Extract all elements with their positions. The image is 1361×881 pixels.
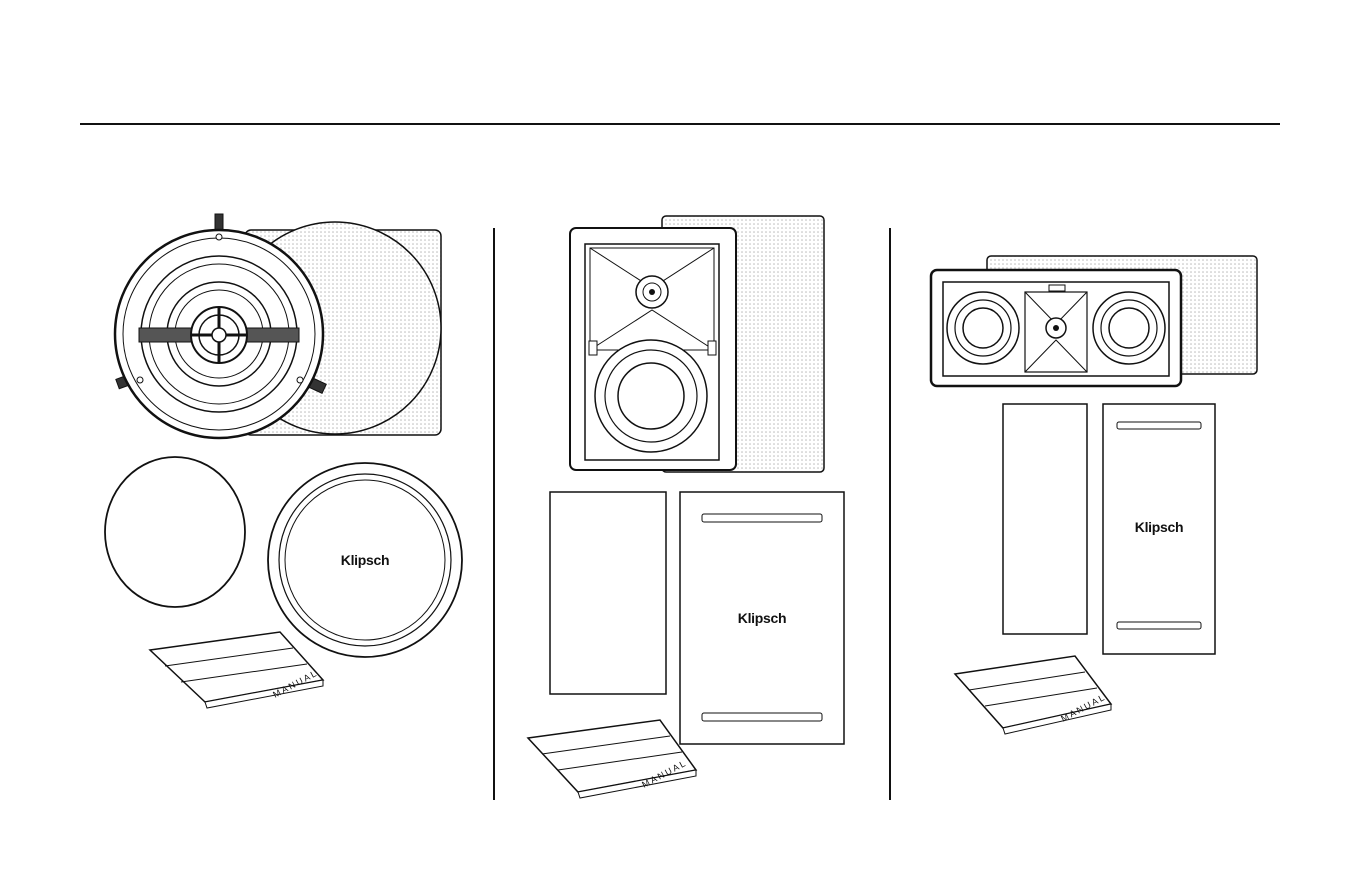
manual-booklet: MANUAL <box>955 656 1111 734</box>
panel-divider-left <box>493 228 495 800</box>
paint-shield <box>1003 404 1087 634</box>
lcr-illustration: Klipsch MANUAL <box>925 210 1265 830</box>
cutout-template: Klipsch <box>680 492 844 744</box>
manual-booklet: MANUAL <box>150 632 323 708</box>
panel-divider-right <box>889 228 891 800</box>
in-ceiling-illustration: Klipsch MANUAL <box>95 210 475 830</box>
in-wall-illustration: Klipsch MANUAL <box>520 210 870 830</box>
lcr-speaker <box>931 270 1181 386</box>
grille-front: Klipsch <box>268 463 462 657</box>
grille-logo: Klipsch <box>341 552 389 568</box>
paint-shield <box>550 492 666 694</box>
in-wall-speaker <box>570 228 736 470</box>
cutout-template: Klipsch <box>1103 404 1215 654</box>
panel-in-ceiling: Klipsch MANUAL <box>95 210 475 830</box>
panel-lcr: Klipsch MANUAL <box>925 210 1265 830</box>
paint-shield <box>105 457 245 607</box>
template-logo: Klipsch <box>738 610 786 626</box>
template-logo: Klipsch <box>1135 519 1183 535</box>
manual-booklet: MANUAL <box>528 720 696 798</box>
panel-in-wall: Klipsch MANUAL <box>520 210 870 830</box>
header-rule <box>80 123 1280 125</box>
